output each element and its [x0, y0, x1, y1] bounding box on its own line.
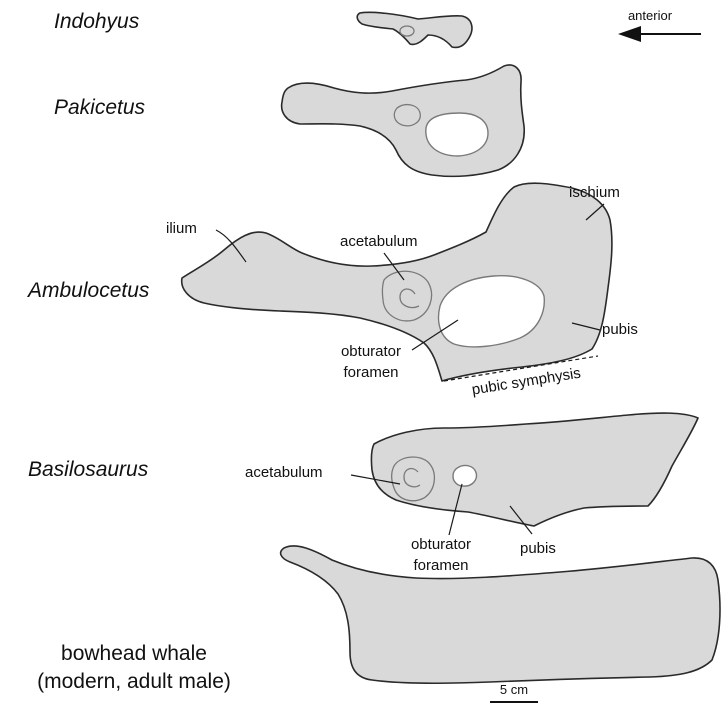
- label-pubis-basilosaurus: pubis: [520, 540, 556, 557]
- label-obturator-foramen-ambulocetus-line2: foramen: [343, 364, 398, 381]
- label-pubis-ambulocetus: pubis: [602, 321, 638, 338]
- scale-bar-label: 5 cm: [500, 682, 528, 697]
- basilosaurus-obturator-foramen: [453, 465, 476, 486]
- label-obturator-foramen-basilosaurus-line2: foramen: [413, 557, 468, 574]
- taxon-label-ambulocetus: Ambulocetus: [26, 279, 150, 302]
- scale-bar: 5 cm: [490, 682, 538, 702]
- pelvis-pakicetus: [282, 65, 525, 176]
- pelvis-basilosaurus: [371, 413, 698, 526]
- pelvis-indohyus: [357, 12, 472, 47]
- anterior-label: anterior: [628, 8, 673, 23]
- label-obturator-foramen-basilosaurus-line1: obturator: [411, 536, 471, 553]
- basilosaurus-pelvis-outline: [371, 413, 698, 526]
- bowhead-pelvis-outline: [281, 546, 720, 683]
- label-obturator-foramen-ambulocetus-line1: obturator: [341, 343, 401, 360]
- taxon-label-bowhead-line1: bowhead whale: [61, 642, 207, 665]
- taxon-label-bowhead-line2: (modern, adult male): [37, 670, 231, 693]
- anterior-indicator: anterior: [618, 8, 701, 42]
- taxon-label-indohyus: Indohyus: [54, 10, 140, 33]
- taxon-label-pakicetus: Pakicetus: [54, 96, 146, 119]
- pakicetus-pelvis-outline: [282, 65, 525, 176]
- label-acetabulum-basilosaurus: acetabulum: [245, 464, 323, 481]
- indohyus-pelvis-outline: [357, 12, 472, 47]
- label-ischium: ischium: [569, 184, 620, 201]
- taxon-label-basilosaurus: Basilosaurus: [28, 458, 149, 481]
- arrow-left-icon: [618, 26, 641, 42]
- pelvis-bowhead-whale: [281, 546, 720, 683]
- pakicetus-obturator-foramen: [426, 113, 488, 156]
- label-ilium: ilium: [166, 220, 197, 237]
- label-acetabulum-ambulocetus: acetabulum: [340, 233, 418, 250]
